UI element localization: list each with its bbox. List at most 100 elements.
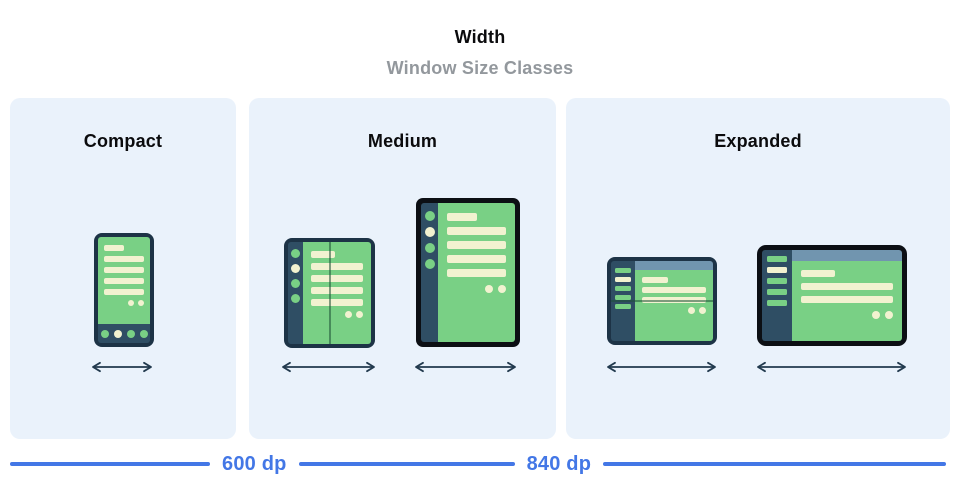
- dot-icon: [688, 307, 695, 314]
- content-body: [792, 261, 902, 341]
- rail-dot-icon: [424, 211, 435, 221]
- text-line: [447, 255, 506, 263]
- panel-compact-title: Compact: [83, 131, 163, 151]
- panel-medium: Medium: [249, 98, 556, 439]
- menu-bar-icon: [767, 256, 787, 262]
- rail-dot-icon: [424, 259, 435, 269]
- dot-icon: [345, 311, 352, 318]
- content-body: [635, 270, 713, 341]
- text-line: [311, 287, 363, 294]
- fold-line: [328, 242, 331, 344]
- width-arrow-icon: [757, 361, 906, 373]
- menu-bar-icon: [767, 278, 787, 284]
- text-line: [104, 267, 144, 273]
- fold-line: [611, 300, 713, 302]
- text-line: [801, 283, 893, 290]
- dot-icon: [138, 300, 144, 306]
- scale-line-segment: [298, 462, 515, 466]
- panel-expanded: Expanded: [566, 98, 950, 439]
- text-line: [104, 245, 124, 251]
- foldable-landscape-illustration: [607, 257, 717, 345]
- menu-bar-icon: [767, 300, 787, 306]
- rail-dot-icon: [291, 264, 300, 273]
- width-arrow-icon: [282, 361, 375, 373]
- menu-bar-icon: [615, 277, 631, 282]
- text-line: [311, 251, 335, 258]
- diagram-title: Width: [454, 27, 506, 47]
- dot-icon: [356, 311, 363, 318]
- scale-line-segment: [603, 462, 946, 466]
- text-line: [801, 296, 893, 303]
- dot-icon: [498, 285, 506, 293]
- phone-navbar: [98, 324, 150, 343]
- rail-dot-icon: [424, 227, 435, 237]
- panel-compact: Compact: [10, 98, 236, 439]
- action-dots: [104, 300, 144, 306]
- foldable-screen: [288, 242, 371, 344]
- action-dots: [311, 311, 363, 318]
- phone-screen: [98, 237, 150, 324]
- tablet-screen: [762, 250, 902, 341]
- content-area: [438, 203, 515, 342]
- width-arrow-icon: [92, 361, 152, 373]
- text-line: [447, 213, 477, 221]
- nav-dot-icon: [100, 329, 109, 338]
- text-line: [311, 275, 363, 282]
- phone-illustration: [94, 233, 154, 347]
- text-line: [311, 299, 363, 306]
- text-line: [104, 256, 144, 262]
- diagram-header: Width Window Size Classes: [0, 27, 960, 79]
- dot-icon: [128, 300, 134, 306]
- width-arrow-icon: [415, 361, 516, 373]
- menu-bar-icon: [767, 289, 787, 295]
- menu-bar-icon: [615, 286, 631, 291]
- dot-icon: [699, 307, 706, 314]
- nav-rail: [288, 242, 303, 344]
- menu-bar-icon: [615, 268, 631, 273]
- action-dots: [642, 307, 706, 314]
- panel-medium-title: Medium: [367, 131, 438, 151]
- text-line: [447, 241, 506, 249]
- breakpoint-scale: 600 dp 840 dp: [10, 452, 946, 476]
- action-dots: [447, 285, 506, 293]
- foldable-screen: [611, 261, 713, 341]
- breakpoint-label-600dp: 600 dp: [222, 452, 287, 475]
- text-line: [642, 287, 706, 293]
- scale-line-segment: [10, 462, 210, 466]
- text-line: [104, 278, 144, 284]
- text-line: [801, 270, 835, 277]
- menu-bar-icon: [615, 295, 631, 300]
- nav-dot-icon: [113, 329, 122, 338]
- dot-icon: [485, 285, 493, 293]
- rail-dot-icon: [291, 294, 300, 303]
- text-line: [104, 289, 144, 295]
- tablet-landscape-illustration: [757, 245, 907, 346]
- width-arrow-icon: [607, 361, 716, 373]
- dot-icon: [872, 311, 880, 319]
- breakpoint-label-840dp: 840 dp: [526, 452, 592, 475]
- diagram-subtitle: Window Size Classes: [386, 58, 574, 78]
- content-area: [792, 250, 902, 341]
- rail-dot-icon: [291, 249, 300, 258]
- menu-bar-icon: [767, 267, 787, 273]
- tablet-portrait-illustration: [416, 198, 520, 347]
- foldable-portrait-illustration: [284, 238, 375, 348]
- content-area: [303, 242, 371, 344]
- nav-dot-icon: [139, 329, 148, 338]
- text-line: [311, 263, 363, 270]
- panel-expanded-title: Expanded: [714, 131, 802, 151]
- menu-bar-icon: [615, 304, 631, 309]
- app-topbar: [635, 261, 713, 270]
- nav-drawer: [762, 250, 792, 341]
- nav-dot-icon: [126, 329, 135, 338]
- text-line: [447, 227, 506, 235]
- rail-dot-icon: [424, 243, 435, 253]
- action-dots: [801, 311, 893, 319]
- app-topbar: [792, 250, 902, 261]
- text-line: [642, 277, 668, 283]
- rail-dot-icon: [291, 279, 300, 288]
- nav-rail: [421, 203, 438, 342]
- text-line: [447, 269, 506, 277]
- dot-icon: [885, 311, 893, 319]
